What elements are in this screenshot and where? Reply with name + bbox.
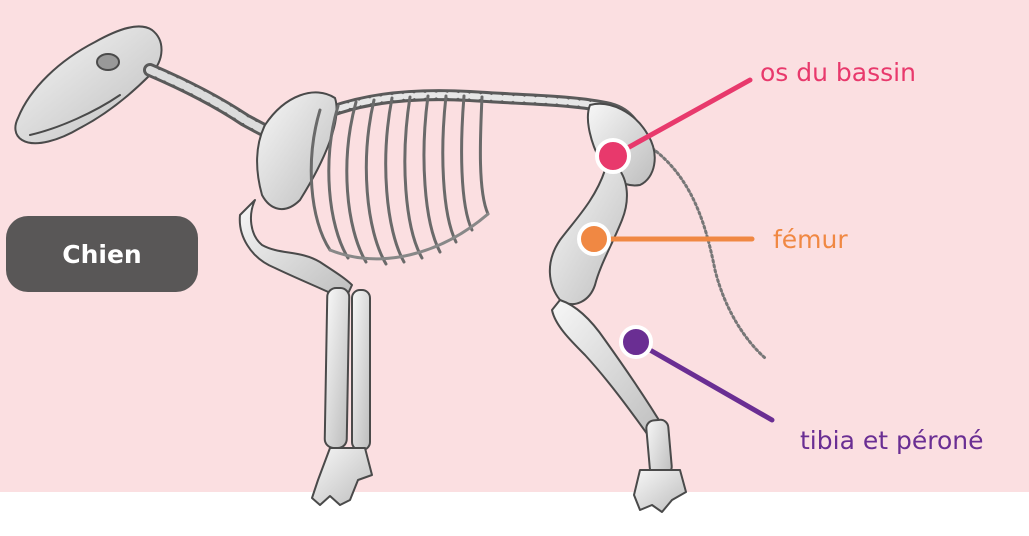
rib-cage — [311, 96, 488, 264]
pelvis-marker — [597, 140, 629, 172]
skull — [15, 26, 161, 143]
tibia-leader-line — [636, 342, 772, 420]
pelvis-label: os du bassin — [760, 60, 916, 85]
femur-marker — [579, 224, 609, 254]
tibia-label: tibia et péroné — [800, 428, 983, 453]
front-leg — [240, 200, 372, 505]
eye-socket — [97, 54, 119, 70]
scapula — [257, 92, 337, 209]
tail-bones — [640, 140, 765, 358]
species-badge-label: Chien — [62, 240, 141, 269]
tibia-marker — [621, 327, 651, 357]
femur-label: fémur — [773, 227, 848, 252]
species-badge: Chien — [6, 216, 198, 292]
hind-leg — [550, 168, 686, 512]
